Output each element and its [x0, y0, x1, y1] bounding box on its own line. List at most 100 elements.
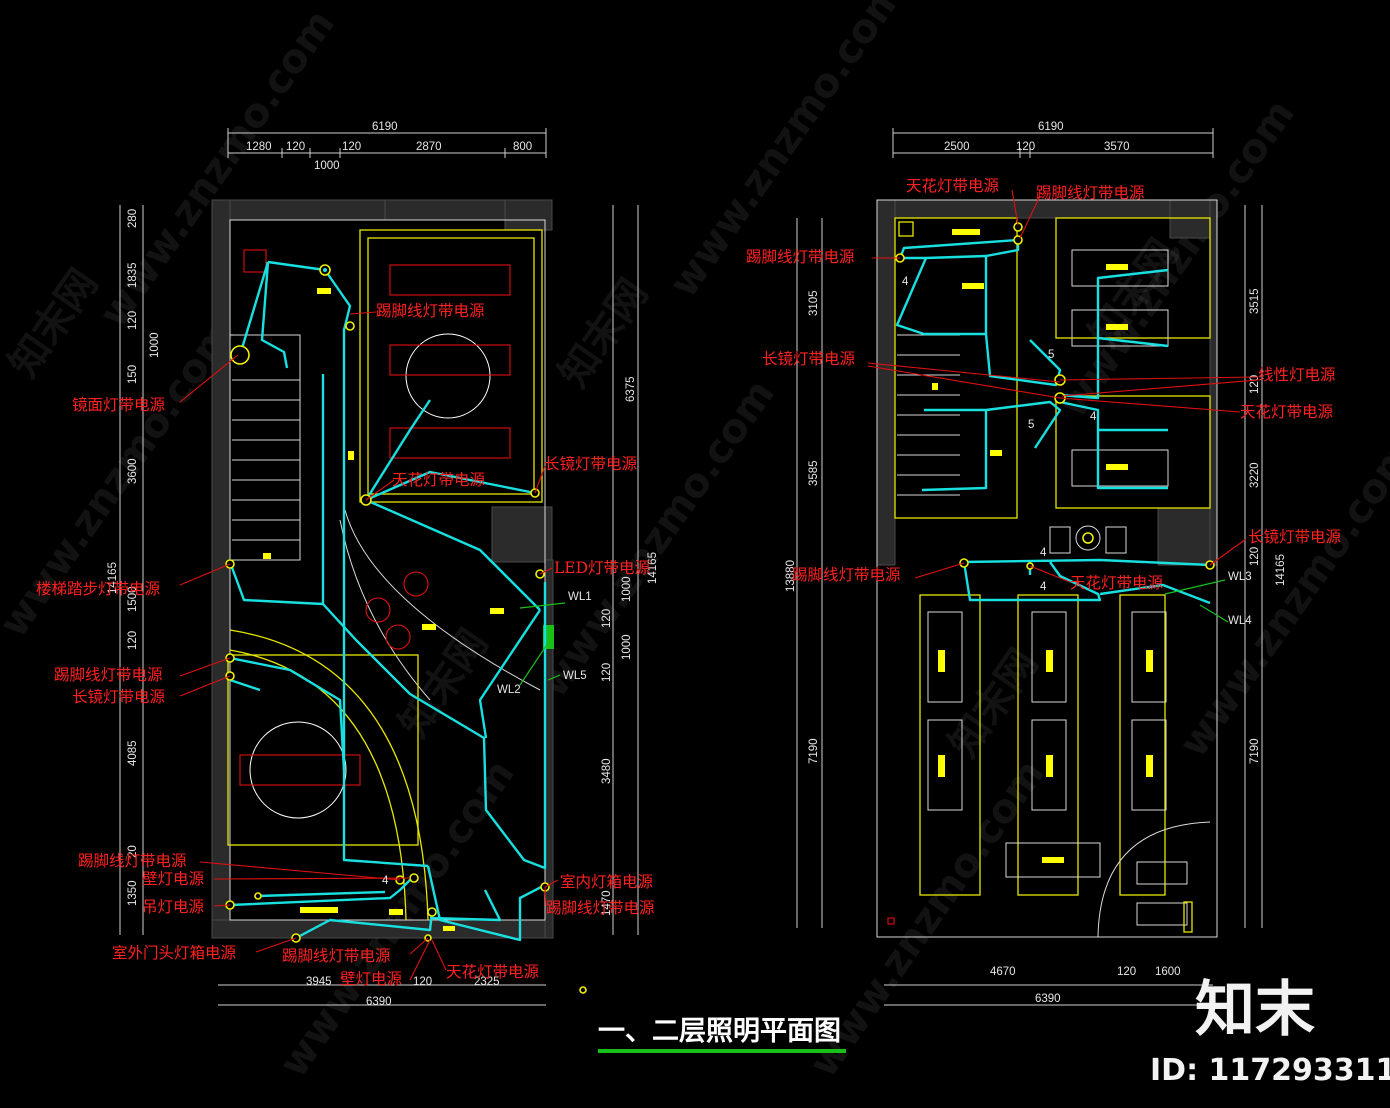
svg-text:1000: 1000: [149, 332, 161, 358]
plan2-walls: [876, 199, 1218, 938]
svg-text:1000: 1000: [621, 634, 633, 660]
brand-block: 知末 ID: 1172933113: [1150, 975, 1390, 1088]
plan2-label-long-mirror-right: 长镜灯带电源: [1248, 527, 1341, 546]
svg-text:280: 280: [127, 209, 139, 228]
plan1-dimension-left: 280 1835 120 1000 150 3600 14165 1500 12…: [107, 205, 161, 935]
svg-text:知末网: 知末网: [941, 641, 1048, 766]
svg-text:3480: 3480: [601, 758, 613, 784]
plan1-label-ceiling-mid: 天花灯带电源: [392, 471, 485, 489]
svg-text:6375: 6375: [625, 376, 637, 402]
svg-text:6190: 6190: [1038, 121, 1064, 133]
svg-text:800: 800: [513, 141, 532, 153]
svg-text:知末网: 知末网: [551, 271, 658, 396]
brand-id: ID: 1172933113: [1150, 1053, 1390, 1088]
plan2-leaders: [867, 189, 1259, 623]
plan2-wiring: [895, 238, 1211, 605]
drawing-title: 一、二层照明平面图: [598, 1016, 846, 1053]
svg-text:4: 4: [902, 276, 909, 288]
plan1-label-ceiling-bottom: 天花灯带电源: [446, 963, 539, 981]
svg-text:2500: 2500: [944, 141, 970, 153]
svg-text:7190: 7190: [1249, 738, 1261, 764]
plan1-label-pendant: 吊灯电源: [142, 898, 204, 916]
plan1-label-wall-lamp-1: 壁灯电源: [142, 870, 204, 888]
svg-text:知末网: 知末网: [1, 261, 108, 386]
plan-floor-1: 6190 1280 120 120 2870 800 1000 280 1835…: [36, 121, 659, 1008]
svg-text:4: 4: [382, 875, 389, 887]
svg-text:120: 120: [342, 141, 361, 153]
svg-text:120: 120: [286, 141, 305, 153]
svg-text:4670: 4670: [990, 966, 1016, 978]
svg-text:14165: 14165: [107, 562, 119, 594]
plan2-label-linear: 线性灯电源: [1258, 366, 1336, 384]
svg-text:120: 120: [1249, 547, 1261, 566]
svg-text:1470: 1470: [601, 890, 613, 916]
plan1-label-kick-bottom: 踢脚线灯带电源: [282, 947, 391, 965]
plan2-label-kick-left: 踢脚线灯带电源: [746, 248, 855, 266]
plan1-fixtures: [225, 264, 550, 943]
title-underline: [598, 1049, 846, 1053]
plan2-label-long-mirror-left: 长镜灯带电源: [762, 349, 855, 368]
plan2-label-kick-top: 踢脚线灯带电源: [1036, 184, 1145, 202]
svg-text:3945: 3945: [306, 976, 332, 988]
svg-text:3515: 3515: [1249, 288, 1261, 314]
svg-text:WL3: WL3: [1228, 571, 1252, 583]
svg-text:2870: 2870: [416, 141, 442, 153]
svg-text:14165: 14165: [647, 552, 659, 584]
svg-text:1000: 1000: [314, 160, 340, 172]
svg-text:1350: 1350: [127, 880, 139, 906]
svg-text:WL1: WL1: [568, 591, 592, 603]
plan2-dimension-left: 3105 3585 13880 7190: [785, 218, 823, 928]
svg-text:6390: 6390: [366, 996, 392, 1008]
plan1-label-wall-lamp-2: 壁灯电源: [340, 970, 402, 988]
plan1-dimension-bottom: 3945 120 2325 6390: [218, 976, 546, 1008]
svg-text:www.znzmo.com: www.znzmo.com: [1171, 432, 1390, 766]
svg-text:120: 120: [601, 609, 613, 628]
svg-text:1600: 1600: [1155, 966, 1181, 978]
svg-text:3570: 3570: [1104, 141, 1130, 153]
svg-text:3220: 3220: [1249, 462, 1261, 488]
plan1-dimension-top: 6190 1280 120 120 2870 800 1000: [227, 121, 547, 172]
svg-text:1000: 1000: [621, 576, 633, 602]
svg-text:13880: 13880: [785, 560, 797, 592]
plan2-label-kick-mid: 踢脚线灯带电源: [792, 566, 901, 584]
plan2-dimension-right: 3515 120 3220 120 14165 7190: [1244, 205, 1287, 928]
plan1-dimension-right: 6375 14165 1000 120 1000 120 3480 1470: [601, 205, 659, 935]
plan1-label-kick-left: 踢脚线灯带电源: [54, 666, 163, 684]
plan1-label-indoor-box: 室内灯箱电源: [560, 873, 653, 891]
svg-text:120: 120: [127, 311, 139, 330]
svg-text:4085: 4085: [127, 740, 139, 766]
plan1-label-kick-top: 踢脚线灯带电源: [376, 302, 485, 320]
plan1-labels: 镜面灯带电源 踢脚线灯带电源 天花灯带电源 长镜灯带电源 楼梯踏步灯带电源 LE…: [36, 302, 655, 988]
plan1-label-kick-right-low: 踢脚线灯带电源: [546, 899, 655, 917]
svg-text:www.znzmo.com: www.znzmo.com: [531, 372, 784, 706]
plan2-fixtures: [895, 222, 1215, 863]
svg-text:5: 5: [1028, 419, 1034, 431]
svg-text:1500: 1500: [127, 586, 139, 612]
svg-text:1280: 1280: [246, 141, 272, 153]
plan1-label-mirror: 镜面灯带电源: [72, 395, 165, 414]
plan1-leaders: [179, 311, 566, 981]
svg-text:20: 20: [127, 845, 139, 858]
brand-logo: 知末: [1195, 975, 1315, 1045]
page-title: 一、二层照明平面图: [598, 1016, 841, 1047]
svg-text:6390: 6390: [1035, 993, 1061, 1005]
svg-text:4: 4: [1040, 547, 1047, 559]
svg-text:1835: 1835: [127, 262, 139, 288]
plan1-label-kick-low: 踢脚线灯带电源: [78, 852, 187, 870]
plan2-dimension-bottom: 4670 120 1600 6390: [884, 966, 1213, 1006]
plan1-label-outdoor-box: 室外门头灯箱电源: [112, 944, 236, 962]
svg-text:4: 4: [1040, 581, 1047, 593]
svg-text:120: 120: [413, 976, 432, 988]
svg-text:120: 120: [601, 663, 613, 682]
svg-text:4: 4: [1090, 411, 1097, 423]
svg-text:14165: 14165: [1275, 554, 1287, 586]
svg-text:2325: 2325: [474, 976, 500, 988]
plan1-label-long-mirror-left: 长镜灯带电源: [72, 687, 165, 706]
plan1-wiring: [228, 260, 547, 942]
svg-text:120: 120: [1016, 141, 1035, 153]
svg-text:3105: 3105: [808, 290, 820, 316]
svg-text:150: 150: [127, 365, 139, 384]
svg-text:7190: 7190: [808, 738, 820, 764]
svg-text:WL4: WL4: [1228, 615, 1252, 627]
